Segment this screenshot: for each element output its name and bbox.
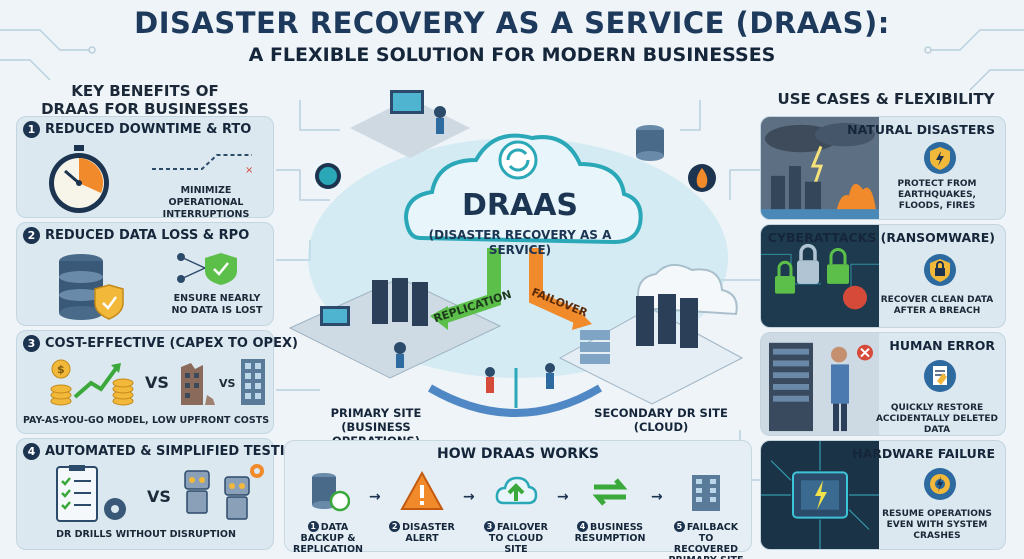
number-badge: 3: [23, 335, 40, 352]
arrow-right-icon: →: [369, 489, 381, 505]
use-cases-heading: USE CASES & FLEXIBILITY: [777, 90, 995, 108]
robots-icon: [184, 464, 264, 520]
benefit-card-downtime: 1 REDUCED DOWNTIME & RTO × MINIMIZE OPER…: [16, 116, 274, 220]
step-label: DISASTER ALERT: [402, 522, 455, 544]
step-label: DATA BACKUP & REPLICATION: [293, 522, 363, 555]
step-label: BUSINESS RESUMPTION: [574, 522, 646, 544]
step-number: 1: [307, 521, 319, 532]
usecase-card-human-error: HUMAN ERROR QUICKLY RESTORE ACCIDENTALLY…: [760, 332, 1006, 436]
gear-lightning-icon: [924, 468, 956, 500]
benefit-card-cost: 3 COST-EFFECTIVE (CAPEX TO OPEX) $ VS VS…: [16, 330, 298, 434]
benefit-card-testing: 4 AUTOMATED & SIMPLIFIED TESTING VS DR D…: [16, 438, 306, 550]
benefit-note: PAY-AS-YOU-GO MODEL, LOW UPFRONT COSTS: [22, 415, 270, 426]
server-technician-illustration: [761, 333, 879, 435]
network-shield-icon: [177, 253, 237, 285]
center-illustration: [288, 90, 744, 417]
benefit-title-text: REDUCED DOWNTIME & RTO: [45, 122, 252, 137]
usecase-title: HUMAN ERROR: [889, 338, 995, 353]
benefit-title-text: COST-EFFECTIVE (CAPEX TO OPEX): [45, 336, 298, 351]
cloud-subtitle: (DISASTER RECOVERY AS A SERVICE): [428, 228, 612, 257]
usecase-note: RECOVER CLEAN DATA AFTER A BREACH: [880, 295, 994, 316]
step-number: 4: [576, 521, 588, 532]
usecase-card-hardware-failure: HARDWARE FAILURE RESUME OPERATIONS EVEN …: [760, 440, 1006, 550]
shield-lightning-icon: [924, 142, 956, 174]
coins-growth-icon: $: [50, 359, 134, 406]
step-number: 3: [484, 521, 495, 532]
database-sync-icon: [312, 473, 351, 512]
benefit-title: 1 REDUCED DOWNTIME & RTO: [23, 121, 251, 138]
office-building-icon: [692, 475, 720, 511]
shield-lock-icon: [924, 254, 956, 286]
benefit-note: MINIMIZE OPERATIONAL INTERRUPTIONS: [162, 185, 250, 220]
benefit-card-data-loss: 2 REDUCED DATA LOSS & RPO ENSURE NEARLY …: [16, 222, 274, 326]
step-label: FAILOVER TO CLOUD SITE: [488, 522, 548, 555]
step-number: 5: [673, 521, 685, 532]
sync-arrows-icon: [592, 478, 628, 506]
number-badge: 2: [23, 227, 40, 244]
vs-label: VS: [219, 377, 236, 390]
benefit-title-text: AUTOMATED & SIMPLIFIED TESTING: [45, 444, 307, 459]
benefit-title: 4 AUTOMATED & SIMPLIFIED TESTING: [23, 443, 306, 460]
usecase-card-cyberattacks: CYBERATTACKS (RANSOMWARE) RECOVER CLEAN …: [760, 224, 1006, 328]
cloud-title: DRAAS: [461, 188, 579, 223]
arrow-right-icon: →: [463, 489, 475, 505]
benefit-title-text: REDUCED DATA LOSS & RPO: [45, 228, 250, 243]
modern-building-icon: [241, 359, 265, 405]
benefit-note: ENSURE NEARLY NO DATA IS LOST: [171, 293, 263, 316]
benefit-note: DR DRILLS WITHOUT DISRUPTION: [56, 529, 236, 540]
ransomware-locks-illustration: [761, 225, 879, 327]
arrow-right-icon: →: [557, 489, 569, 505]
trend-line-icon: ×: [152, 154, 253, 176]
number-badge: 4: [23, 443, 40, 460]
usecase-title: NATURAL DISASTERS: [847, 122, 995, 137]
primary-site-illustration: [288, 277, 502, 379]
chip-failure-illustration: [761, 441, 879, 549]
arrow-right-icon: →: [651, 489, 663, 505]
document-restore-icon: [924, 360, 956, 392]
secondary-site-illustration: [558, 263, 744, 405]
main-title: DISASTER RECOVERY AS A SERVICE (DRAAS):: [134, 6, 890, 40]
usecase-title: HARDWARE FAILURE: [852, 446, 995, 461]
benefits-heading: KEY BENEFITS OF DRAAS FOR BUSINESSES: [41, 82, 249, 118]
database-shield-icon: [59, 254, 124, 320]
svg-text:$: $: [57, 363, 65, 376]
usecase-note: RESUME OPERATIONS EVEN WITH SYSTEM CRASH…: [882, 509, 992, 541]
office-desk-illustration: [350, 90, 470, 158]
stopwatch-icon: [49, 145, 109, 213]
benefit-title: 3 COST-EFFECTIVE (CAPEX TO OPEX): [23, 335, 298, 352]
number-badge: 1: [23, 121, 40, 138]
how-heading: HOW DRAAS WORKS: [436, 446, 600, 462]
step-label: FAILBACK TO RECOVERED PRIMARY SITE: [669, 522, 744, 559]
svg-text:×: ×: [245, 165, 253, 176]
warning-icon: [400, 470, 444, 510]
usecase-title: CYBERATTACKS (RANSOMWARE): [767, 230, 995, 245]
usecase-card-natural-disasters: NATURAL DISASTERS PROTECT FROM EARTHQUAK…: [760, 116, 1006, 220]
usecase-note: QUICKLY RESTORE ACCIDENTALLY DELETED DAT…: [875, 403, 999, 435]
usecase-note: PROTECT FROM EARTHQUAKES, FLOODS, FIRES: [897, 179, 977, 211]
vs-label: VS: [147, 487, 171, 506]
vs-label: VS: [145, 373, 169, 392]
checklist-gears-icon: [56, 465, 126, 522]
cloud-upload-icon: [495, 476, 538, 505]
crumbling-building-icon: [181, 363, 215, 405]
main-subtitle: A FLEXIBLE SOLUTION FOR MODERN BUSINESSE…: [248, 44, 776, 66]
storm-city-illustration: [761, 117, 879, 219]
step-number: 2: [389, 521, 401, 532]
benefit-title: 2 REDUCED DATA LOSS & RPO: [23, 227, 249, 244]
secondary-site-label: SECONDARY DR SITE (CLOUD): [594, 406, 728, 434]
